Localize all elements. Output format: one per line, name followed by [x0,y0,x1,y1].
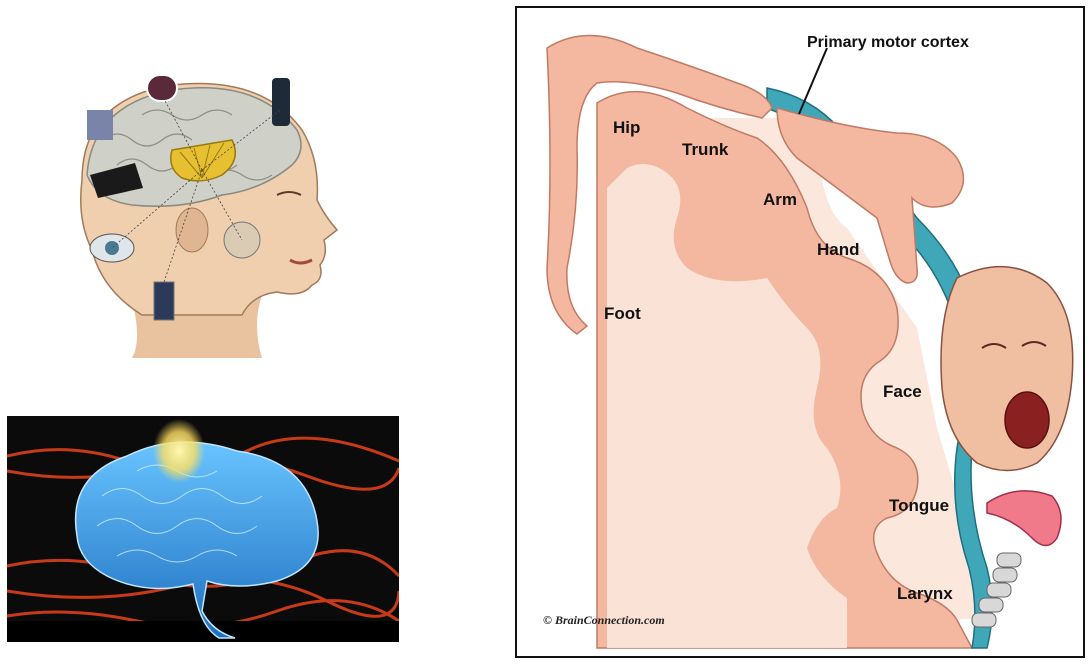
hip-label: Hip [613,118,640,138]
hand-label: Hand [817,240,860,260]
title-pointer [799,48,827,114]
vase-vignette [87,110,113,140]
hourglass-vignette [154,282,174,320]
primary-motor-cortex-label: Primary motor cortex [807,34,969,52]
glowing-brain-illustration [7,416,399,642]
trunk-label: Trunk [682,140,728,160]
open-mouth [1005,392,1049,448]
cake-vignette [147,75,177,101]
glow-spot [153,419,205,483]
ear [176,208,208,252]
credit-text: © BrainConnection.com [543,613,665,628]
motor-cortex-diagram: Primary motor cortex Hip Trunk Arm Hand … [515,6,1085,658]
face-label: Face [883,382,922,402]
phrenology-head-illustration [62,70,344,358]
tongue-shape [987,491,1061,546]
larynx-label: Larynx [897,584,953,604]
wine-bottle-vignette [272,78,290,126]
face-shape [941,267,1073,471]
arm-label: Arm [763,190,797,210]
tongue-label: Tongue [889,496,949,516]
foot-label: Foot [604,304,641,324]
